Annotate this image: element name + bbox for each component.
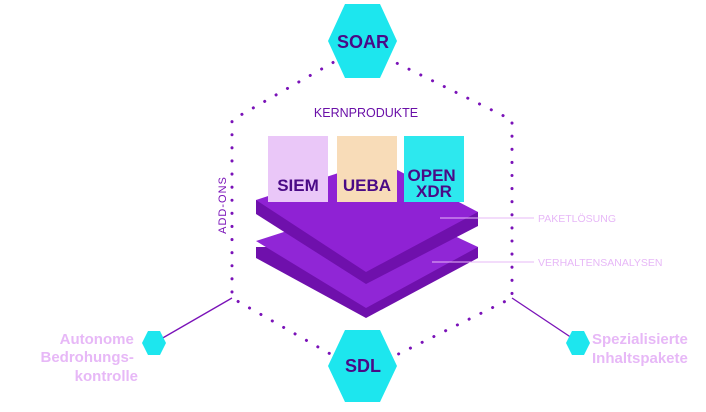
soar-node[interactable]: SOAR	[328, 4, 397, 78]
open-xdr-box-bg	[404, 136, 464, 202]
siem-box[interactable]: SIEM	[268, 136, 328, 202]
core-products-label: KERNPRODUKTE	[314, 106, 418, 120]
ueba-box-bg	[337, 136, 397, 202]
sdl-hexagon-icon	[328, 330, 397, 402]
soar-label: SOAR	[337, 32, 389, 52]
left-satellite-hexagon-icon	[142, 331, 166, 355]
ueba-box[interactable]: UEBA	[337, 136, 397, 202]
right-connector-line	[511, 297, 579, 343]
behavior-analytics-label: VERHALTENSANALYSEN	[538, 257, 662, 269]
open-xdr-box[interactable]: OPEN XDR	[404, 136, 464, 202]
open-xdr-label: OPEN XDR	[408, 166, 461, 201]
left-satellite-label: Autonome Bedrohungs- kontrolle	[41, 331, 139, 385]
siem-label: SIEM	[277, 176, 319, 195]
right-satellite-label: Spezialisierte Inhaltspakete	[592, 331, 692, 367]
soar-hexagon-icon	[328, 4, 397, 78]
siem-box-bg	[268, 136, 328, 202]
ueba-label: UEBA	[343, 176, 391, 195]
addons-label: ADD-ONS	[217, 176, 229, 234]
right-satellite-hexagon-icon	[566, 331, 590, 355]
left-connector-line	[153, 297, 233, 344]
sdl-label: SDL	[345, 356, 381, 376]
package-solution-label: PAKETLÖSUNG	[538, 213, 616, 225]
sdl-node[interactable]: SDL	[328, 330, 397, 402]
